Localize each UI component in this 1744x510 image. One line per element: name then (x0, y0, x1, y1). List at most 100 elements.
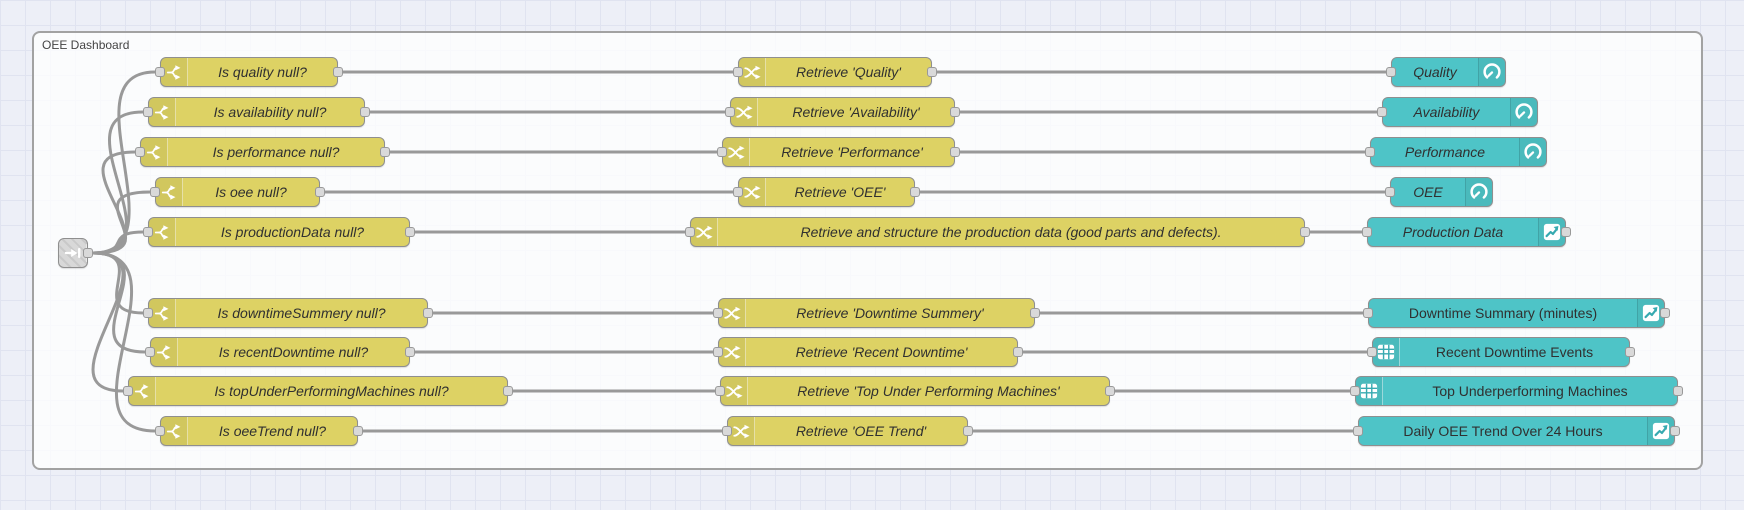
wire[interactable] (91, 190, 152, 255)
chart-node[interactable]: Downtime Summary (minutes) (1363, 298, 1670, 328)
input-port[interactable] (1385, 187, 1395, 197)
input-port[interactable] (155, 426, 165, 436)
gauge-icon (1510, 98, 1537, 126)
node-label: OEE (1413, 184, 1443, 200)
output-port[interactable] (1660, 308, 1670, 318)
output-port[interactable] (423, 308, 433, 318)
input-port[interactable] (733, 67, 743, 77)
input-port[interactable] (1386, 67, 1396, 77)
input-port[interactable] (143, 107, 153, 117)
gauge-node[interactable]: Quality (1386, 57, 1506, 87)
input-port[interactable] (1363, 308, 1373, 318)
input-port[interactable] (713, 347, 723, 357)
chart-node[interactable]: Production Data (1362, 217, 1571, 247)
input-port[interactable] (1362, 227, 1372, 237)
input-port[interactable] (135, 147, 145, 157)
switch-node[interactable]: Is productionData null? (143, 217, 415, 247)
output-port[interactable] (353, 426, 363, 436)
output-port[interactable] (360, 107, 370, 117)
output-port[interactable] (503, 386, 513, 396)
output-port[interactable] (315, 187, 325, 197)
input-port[interactable] (713, 308, 723, 318)
input-port[interactable] (685, 227, 695, 237)
change-node[interactable]: Retrieve and structure the production da… (685, 217, 1310, 247)
output-port[interactable] (1561, 227, 1571, 237)
change-node[interactable]: Retrieve 'OEE Trend' (722, 416, 973, 446)
node-label: Is topUnderPerformingMachines null? (214, 383, 449, 399)
switch-node[interactable]: Is downtimeSummery null? (143, 298, 433, 328)
output-port[interactable] (380, 147, 390, 157)
output-port[interactable] (83, 248, 93, 258)
wire[interactable] (91, 251, 157, 433)
switch-node[interactable]: Is oeeTrend null? (155, 416, 363, 446)
output-port[interactable] (910, 187, 920, 197)
output-port[interactable] (1670, 426, 1680, 436)
chart-icon (1538, 218, 1565, 246)
node-label: Is oeeTrend null? (218, 423, 327, 439)
output-port[interactable] (1300, 227, 1310, 237)
input-port[interactable] (1377, 107, 1387, 117)
change-node[interactable]: Retrieve 'Availability' (725, 97, 960, 127)
output-port[interactable] (1625, 347, 1635, 357)
input-port[interactable] (1365, 147, 1375, 157)
change-node[interactable]: Retrieve 'Quality' (733, 57, 937, 87)
switch-node[interactable]: Is recentDowntime null? (145, 337, 415, 367)
switch-icon (151, 338, 178, 366)
output-port[interactable] (927, 67, 937, 77)
input-port[interactable] (1350, 386, 1360, 396)
change-icon (719, 299, 746, 327)
change-node[interactable]: Retrieve 'Recent Downtime' (713, 337, 1023, 367)
node-label: Downtime Summary (minutes) (1408, 305, 1598, 321)
switch-node[interactable]: Is oee null? (150, 177, 325, 207)
output-port[interactable] (1013, 347, 1023, 357)
gauge-node[interactable]: OEE (1385, 177, 1493, 207)
node-label: Retrieve 'Downtime Summery' (796, 305, 984, 321)
input-port[interactable] (725, 107, 735, 117)
table-node[interactable]: Top Underperforming Machines (1350, 376, 1683, 406)
input-port[interactable] (1353, 426, 1363, 436)
change-node[interactable]: Retrieve 'Performance' (717, 137, 960, 167)
input-port[interactable] (722, 426, 732, 436)
output-port[interactable] (1030, 308, 1040, 318)
change-node[interactable]: Retrieve 'Top Under Performing Machines' (715, 376, 1115, 406)
gauge-node[interactable]: Availability (1377, 97, 1538, 127)
input-port[interactable] (123, 386, 133, 396)
switch-node[interactable]: Is performance null? (135, 137, 390, 167)
link-in-node[interactable] (58, 238, 93, 268)
input-port[interactable] (717, 147, 727, 157)
output-port[interactable] (950, 107, 960, 117)
input-port[interactable] (143, 227, 153, 237)
switch-to-change-wires (323, 70, 735, 433)
change-icon (739, 178, 766, 206)
output-port[interactable] (333, 67, 343, 77)
chart-icon (1647, 417, 1674, 445)
output-port[interactable] (405, 347, 415, 357)
output-port[interactable] (950, 147, 960, 157)
input-port[interactable] (145, 347, 155, 357)
node-label: Retrieve 'Top Under Performing Machines' (797, 383, 1060, 399)
gauge-node[interactable]: Performance (1365, 137, 1547, 167)
change-node[interactable]: Retrieve 'Downtime Summery' (713, 298, 1040, 328)
output-port[interactable] (1105, 386, 1115, 396)
output-port[interactable] (405, 227, 415, 237)
gauge-icon (1465, 178, 1492, 206)
chart-node[interactable]: Daily OEE Trend Over 24 Hours (1353, 416, 1680, 446)
switch-node[interactable]: Is topUnderPerformingMachines null? (123, 376, 513, 406)
table-node[interactable]: Recent Downtime Events (1367, 337, 1635, 367)
node-label: Is downtimeSummery null? (217, 305, 386, 321)
switch-node[interactable]: Is availability null? (143, 97, 370, 127)
change-node[interactable]: Retrieve 'OEE' (733, 177, 920, 207)
input-port[interactable] (733, 187, 743, 197)
change-icon (723, 138, 750, 166)
output-port[interactable] (963, 426, 973, 436)
change-icon (719, 338, 746, 366)
wire[interactable] (91, 110, 145, 255)
input-port[interactable] (715, 386, 725, 396)
output-port[interactable] (1673, 386, 1683, 396)
input-port[interactable] (155, 67, 165, 77)
switch-node[interactable]: Is quality null? (155, 57, 343, 87)
input-port[interactable] (150, 187, 160, 197)
input-port[interactable] (143, 308, 153, 318)
input-port[interactable] (1367, 347, 1377, 357)
